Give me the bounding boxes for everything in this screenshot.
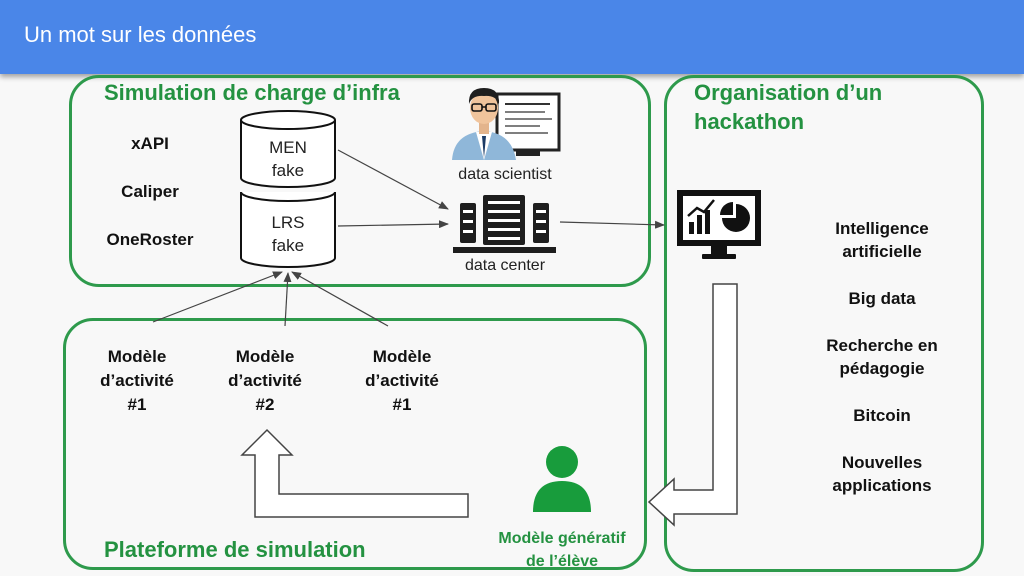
arrow-datacenter-to-dashboard bbox=[559, 220, 665, 229]
topic-bitcoin: Bitcoin bbox=[853, 406, 911, 425]
arrow-model2-to-lrs bbox=[283, 272, 292, 327]
panel-infra-simulation bbox=[69, 75, 651, 287]
infra-panel-title: Simulation de charge d’infra bbox=[104, 80, 400, 105]
server-rack-icon bbox=[453, 195, 556, 253]
database-lrs-fake-label: LRS fake bbox=[271, 213, 305, 255]
database-men-fake-cylinder bbox=[240, 110, 336, 188]
person-icon bbox=[533, 446, 591, 512]
arrow-model1-to-lrs bbox=[152, 271, 283, 323]
panel-simulation-platform bbox=[63, 318, 647, 570]
feedback-block-arrow bbox=[240, 428, 469, 518]
hackathon-panel-title: Organisation d’un hackathon bbox=[694, 80, 883, 134]
topic-big-data: Big data bbox=[848, 289, 916, 308]
platform-panel-title: Plateforme de simulation bbox=[104, 537, 366, 562]
slide-header: Un mot sur les données bbox=[0, 0, 1024, 74]
standard-xapi-label: xAPI bbox=[131, 134, 169, 153]
arrow-model3-to-lrs bbox=[291, 271, 389, 327]
panel-hackathon bbox=[664, 75, 984, 572]
data-scientist-icon bbox=[452, 88, 561, 160]
arrow-lrs-to-datacenter bbox=[337, 220, 449, 229]
data-center-caption: data center bbox=[464, 257, 546, 274]
slide-title: Un mot sur les données bbox=[24, 22, 257, 47]
topic-pedagogy-research: Recherche en pédagogie bbox=[826, 336, 938, 378]
activity-model-1-label: Modèle d’activité #1 bbox=[100, 347, 174, 414]
topic-artificial-intelligence: Intelligence artificielle bbox=[835, 219, 929, 261]
arrow-men-to-datacenter bbox=[337, 149, 449, 210]
hackathon-to-student-block-arrow bbox=[647, 283, 738, 527]
activity-model-3-label: Modèle d’activité #1 bbox=[365, 347, 439, 414]
topic-new-applications: Nouvelles applications bbox=[832, 453, 932, 495]
student-model-caption: Modèle génératif de l’élève bbox=[498, 530, 626, 570]
database-lrs-fake-cylinder bbox=[240, 191, 336, 268]
database-men-fake-label: MEN fake bbox=[269, 138, 307, 180]
activity-model-2-label: Modèle d’activité #2 bbox=[228, 347, 302, 414]
data-scientist-caption: data scientist bbox=[458, 166, 552, 183]
standard-oneroster-label: OneRoster bbox=[106, 230, 194, 249]
analytics-monitor-icon bbox=[677, 190, 761, 259]
standard-caliper-label: Caliper bbox=[121, 182, 179, 201]
